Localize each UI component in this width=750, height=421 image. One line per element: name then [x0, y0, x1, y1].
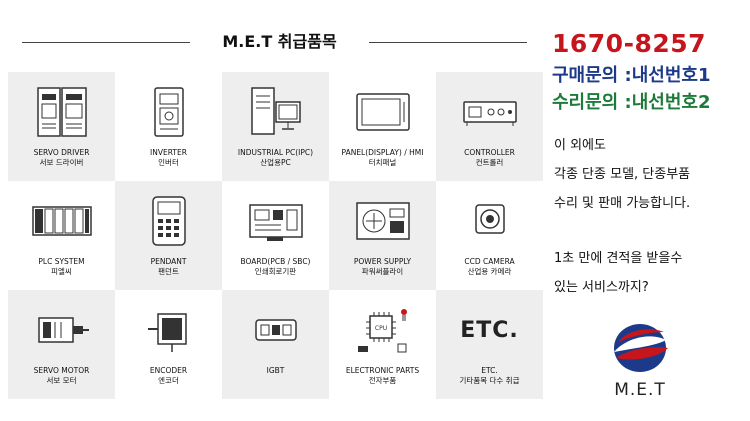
product-subtitle: 인버터 — [158, 158, 179, 167]
repair-inquiry: 수리문의 :내선번호2 — [552, 92, 711, 113]
servo-driver-icon — [8, 86, 115, 138]
product-name: ENCODER — [149, 366, 188, 375]
section-title: M.E.T 취급품목 — [222, 32, 337, 51]
product-tile-electronic-parts[interactable]: CPU ELECTRONIC PARTS 전자부품 — [329, 290, 436, 399]
product-name: ELECTRONIC PARTS — [345, 366, 420, 375]
board-pcb-icon — [222, 195, 329, 247]
quote-line: 1초 만에 견적을 받을수 — [554, 251, 683, 266]
igbt-icon — [222, 304, 329, 356]
product-subtitle: 엔코더 — [158, 376, 179, 385]
product-name: IGBT — [266, 366, 285, 375]
quote-line: 있는 서비스까지? — [554, 280, 649, 295]
description-line: 각종 단종 모델, 단종부품 — [554, 167, 691, 182]
product-subtitle: 전자부품 — [368, 376, 397, 385]
product-tile-power-supply[interactable]: POWER SUPPLY 파워써플라이 — [329, 181, 436, 290]
product-tile-panel-display[interactable]: PANEL(DISPLAY) / HMI 터치패널 — [329, 72, 436, 181]
product-subtitle: 터치패널 — [368, 158, 397, 167]
product-name: CCD CAMERA — [464, 257, 515, 266]
ccd-camera-icon — [436, 195, 543, 247]
quote-promo: 1초 만에 견적을 받을수 있는 서비스까지? — [554, 244, 750, 302]
product-name: PANEL(DISPLAY) / HMI — [341, 148, 424, 157]
industrial-pc-icon — [222, 86, 329, 138]
product-tile-plc-system[interactable]: PLC SYSTEM 피엘씨 — [8, 181, 115, 290]
product-tile-pendant[interactable]: PENDANT 팬던트 — [115, 181, 222, 290]
product-name: BOARD(PCB / SBC) — [240, 257, 311, 266]
product-tile-board-pcb[interactable]: BOARD(PCB / SBC) 인쇄회로기판 — [222, 181, 329, 290]
product-name: CONTROLLER — [464, 148, 515, 157]
product-name: SERVO DRIVER — [33, 148, 90, 157]
etc-icon-text: ETC. — [460, 317, 519, 343]
product-name: POWER SUPPLY — [353, 257, 412, 266]
description-line: 수리 및 판매 가능합니다. — [554, 196, 691, 211]
description-line: 이 외에도 — [554, 138, 606, 153]
servo-motor-icon — [8, 304, 115, 356]
product-tile-inverter[interactable]: INVERTER 인버터 — [115, 72, 222, 181]
panel-display-icon — [329, 86, 436, 138]
product-tile-industrial-pc[interactable]: INDUSTRIAL PC(IPC) 산업용PC — [222, 72, 329, 181]
purchase-inquiry: 구매문의 :내선번호1 — [552, 65, 711, 86]
product-tile-encoder[interactable]: ENCODER 엔코더 — [115, 290, 222, 399]
product-subtitle: 서보 드라이버 — [39, 158, 84, 167]
product-subtitle: 팬던트 — [158, 267, 179, 276]
plc-system-icon — [8, 195, 115, 247]
product-subtitle: 산업용PC — [260, 158, 291, 167]
product-tile-controller[interactable]: CONTROLLER 컨트롤러 — [436, 72, 543, 181]
svg-text:CPU: CPU — [374, 325, 386, 332]
product-subtitle: 서보 모터 — [46, 376, 77, 385]
service-description: 이 외에도 각종 단종 모델, 단종부품 수리 및 판매 가능합니다. — [554, 131, 750, 218]
power-supply-icon — [329, 195, 436, 247]
product-tile-servo-motor[interactable]: SERVO MOTOR 서보 모터 — [8, 290, 115, 399]
product-name: INDUSTRIAL PC(IPC) — [237, 148, 314, 157]
product-name: PENDANT — [150, 257, 187, 266]
met-logo: M.E.T — [594, 318, 686, 406]
product-name: PLC SYSTEM — [38, 257, 85, 266]
product-tile-etc[interactable]: ETC. ETC. 기타품목 다수 취급 — [436, 290, 543, 399]
encoder-icon — [115, 304, 222, 356]
product-tile-igbt[interactable]: IGBT — [222, 290, 329, 399]
header-rule-left — [22, 42, 190, 43]
product-grid: SERVO DRIVER 서보 드라이버 INVERTER 인버터 — [8, 72, 544, 402]
product-subtitle: 파워써플라이 — [361, 267, 404, 276]
product-subtitle: 피엘씨 — [51, 267, 72, 276]
controller-icon — [436, 86, 543, 138]
logo-text: M.E.T — [614, 380, 666, 400]
globe-logo-icon — [614, 324, 668, 372]
phone-number: 1670-8257 — [552, 29, 707, 58]
section-header: M.E.T 취급품목 — [22, 30, 527, 54]
pendant-icon — [115, 195, 222, 247]
product-subtitle: 산업용 카메라 — [467, 267, 512, 276]
product-tile-servo-driver[interactable]: SERVO DRIVER 서보 드라이버 — [8, 72, 115, 181]
inverter-icon — [115, 86, 222, 138]
product-name: INVERTER — [150, 148, 187, 157]
product-subtitle: 인쇄회로기판 — [254, 267, 297, 276]
product-tile-ccd-camera[interactable]: CCD CAMERA 산업용 카메라 — [436, 181, 543, 290]
header-rule-right — [369, 42, 527, 43]
etc-icon: ETC. — [436, 304, 543, 356]
product-name: SERVO MOTOR — [33, 366, 90, 375]
product-subtitle: 컨트롤러 — [475, 158, 504, 167]
product-subtitle: 기타품목 다수 취급 — [459, 376, 520, 385]
product-name: ETC. — [481, 366, 498, 375]
electronic-parts-icon: CPU — [329, 304, 436, 356]
